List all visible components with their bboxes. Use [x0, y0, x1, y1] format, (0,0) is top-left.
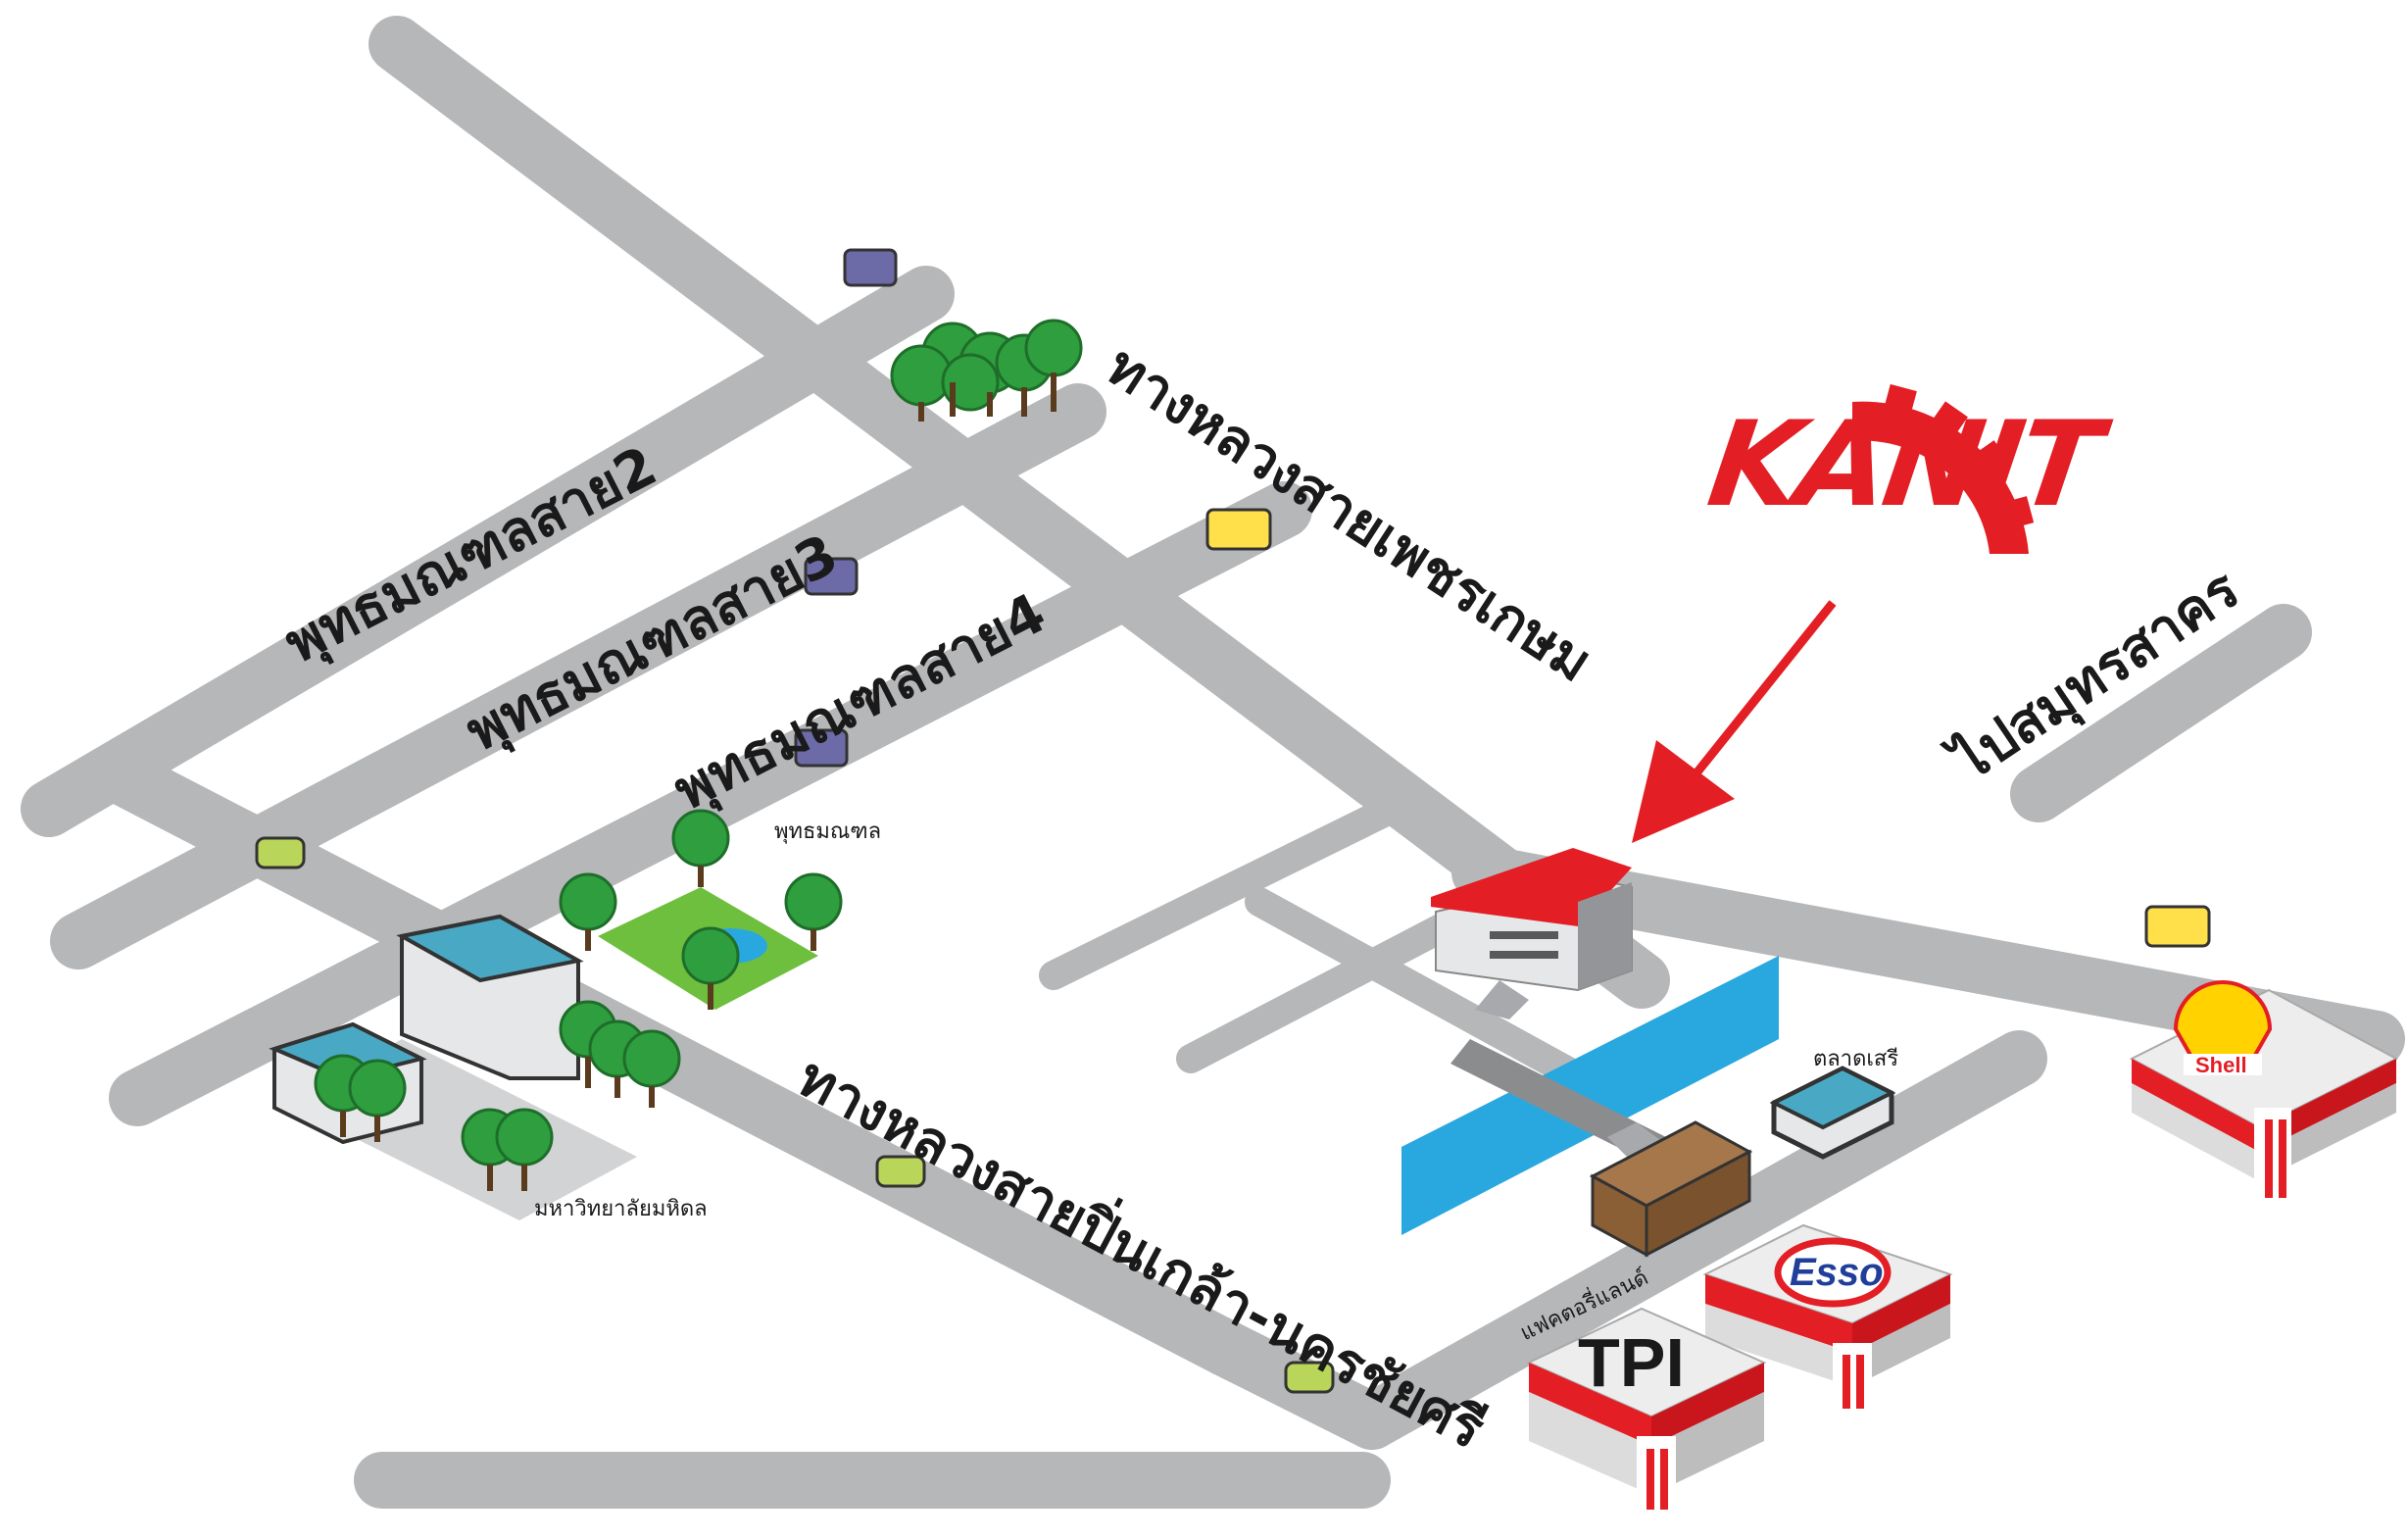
car-icon	[1284, 1361, 1335, 1394]
river	[1401, 956, 1779, 1235]
place-label-mahidol: มหาวิทยาลัยมหิดล	[534, 1197, 708, 1221]
bus-icon	[1205, 508, 1272, 551]
truck-icon	[804, 557, 859, 596]
car-icon	[255, 836, 306, 869]
truck-icon	[843, 248, 898, 287]
tpi-logo-text: TPI	[1578, 1324, 1685, 1401]
tree-icon	[314, 319, 1083, 1167]
kanit-logo-text: KANIT	[1700, 397, 2105, 533]
truck-icon	[794, 728, 849, 768]
kanit-building	[1431, 848, 1633, 992]
factory-land-building	[1589, 1120, 1753, 1258]
esso-station	[1702, 1223, 1953, 1412]
tree-trunks	[340, 373, 1057, 1191]
talad-seri-building	[1769, 1066, 1896, 1160]
bus-icon	[2144, 905, 2211, 948]
shell-logo-text: Shell	[2195, 1053, 2247, 1077]
kanit-logo-gear	[1852, 383, 2035, 554]
tpi-station	[1526, 1307, 1767, 1515]
place-label-buddhamonthon: พุทธมณฑล	[774, 820, 882, 844]
shell-station	[2129, 980, 2399, 1201]
esso-logo-text: Esso	[1790, 1251, 1884, 1294]
place-label-talad-seri: ตลาดเสรี	[1813, 1047, 1899, 1071]
shell-logo-icon	[2173, 980, 2273, 1059]
esso-logo-icon	[1774, 1237, 1892, 1308]
arrow-icon	[1632, 600, 1837, 843]
car-icon	[875, 1155, 926, 1188]
